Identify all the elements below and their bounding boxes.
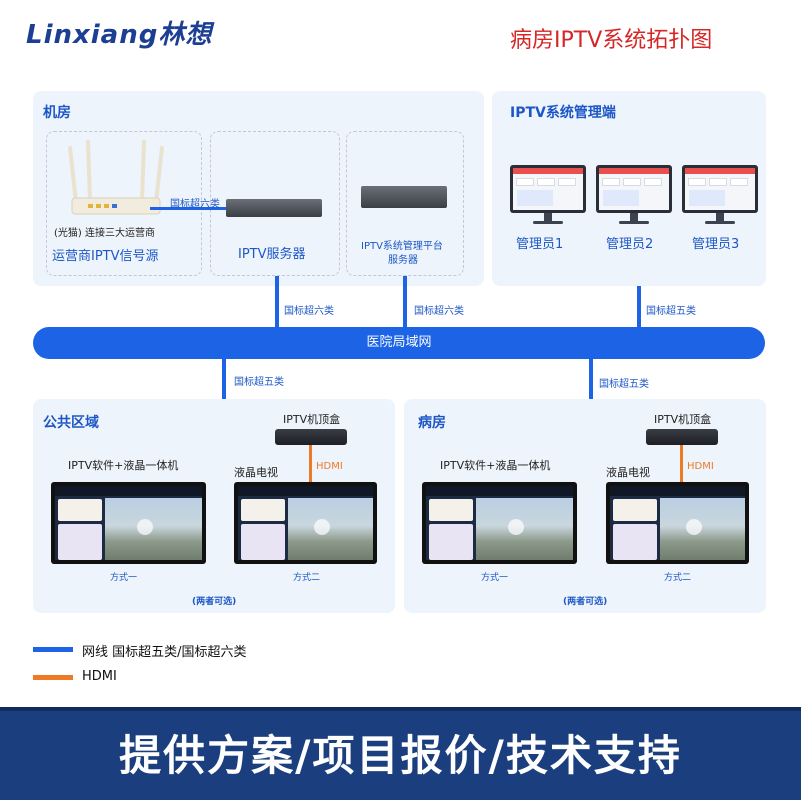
public-hdmi-link bbox=[309, 445, 312, 485]
bottom-banner: 提供方案/项目报价/技术支持 bbox=[0, 707, 801, 800]
mgmt-server-icon bbox=[361, 186, 447, 208]
link-up-left-label: 国标超六类 bbox=[284, 302, 334, 317]
ward-optional-label: (两者可选) bbox=[563, 594, 607, 607]
machine-room-title: 机房 bbox=[43, 102, 71, 122]
public-lcd-tv-screen bbox=[234, 482, 377, 564]
legend-network-label: 网线 国标超五类/国标超六类 bbox=[82, 641, 247, 660]
public-mode2-label: 方式二 bbox=[293, 570, 320, 583]
legend-hdmi-swatch bbox=[33, 675, 73, 680]
mgmt-server-caption-line1: IPTV系统管理平台 bbox=[361, 237, 443, 252]
public-mode1-label: 方式一 bbox=[110, 570, 137, 583]
ward-stb-label: IPTV机顶盒 bbox=[654, 411, 711, 427]
iptv-server-icon bbox=[226, 199, 322, 217]
link-up-right-label: 国标超五类 bbox=[646, 302, 696, 317]
legend-hdmi-label: HDMI bbox=[82, 669, 117, 684]
mgmt-server-caption-line2: 服务器 bbox=[388, 251, 418, 266]
hospital-lan-bar: 医院局域网 bbox=[33, 327, 765, 359]
page-title: 病房IPTV系统拓扑图 bbox=[510, 22, 712, 54]
public-all-in-one-label: IPTV软件+液晶一体机 bbox=[68, 457, 178, 473]
public-stb-label: IPTV机顶盒 bbox=[283, 411, 340, 427]
admin-monitor-3 bbox=[682, 165, 758, 224]
admin-label-1: 管理员1 bbox=[516, 233, 563, 252]
public-stb-icon bbox=[275, 429, 347, 445]
public-lcd-tv-label: 液晶电视 bbox=[234, 464, 278, 480]
ward-mode2-label: 方式二 bbox=[664, 570, 691, 583]
admin-label-2: 管理员2 bbox=[606, 233, 653, 252]
ward-hdmi-link bbox=[680, 445, 683, 485]
router-caption: 运营商IPTV信号源 bbox=[52, 245, 159, 264]
link-mgmt-terminal-lan bbox=[637, 286, 641, 327]
link-down-right-label: 国标超五类 bbox=[599, 375, 649, 390]
admin-label-3: 管理员3 bbox=[692, 233, 739, 252]
admin-monitor-2 bbox=[596, 165, 672, 224]
ward-hdmi-label: HDMI bbox=[687, 461, 714, 472]
public-all-in-one-screen bbox=[51, 482, 206, 564]
link-lan-public bbox=[222, 359, 226, 399]
ward-all-in-one-screen bbox=[422, 482, 577, 564]
mgmt-terminal-title: IPTV系统管理端 bbox=[510, 102, 616, 122]
link-mgmt-server-lan bbox=[403, 276, 407, 327]
link-lan-ward bbox=[589, 359, 593, 399]
ward-lcd-tv-label: 液晶电视 bbox=[606, 464, 650, 480]
legend-network-swatch bbox=[33, 647, 73, 652]
public-area-title: 公共区域 bbox=[43, 412, 99, 432]
ward-stb-icon bbox=[646, 429, 718, 445]
ward-mode1-label: 方式一 bbox=[481, 570, 508, 583]
banner-text: 提供方案/项目报价/技术支持 bbox=[0, 711, 801, 800]
public-optional-label: (两者可选) bbox=[192, 594, 236, 607]
ward-title: 病房 bbox=[418, 412, 446, 432]
link-up-mid-label: 国标超六类 bbox=[414, 302, 464, 317]
router-link-label: 国标超六类 bbox=[170, 195, 220, 210]
ward-all-in-one-label: IPTV软件+液晶一体机 bbox=[440, 457, 550, 473]
iptv-server-caption: IPTV服务器 bbox=[238, 243, 306, 262]
ward-lcd-tv-screen bbox=[606, 482, 749, 564]
router-note: (光猫) 连接三大运营商 bbox=[54, 224, 155, 239]
link-down-left-label: 国标超五类 bbox=[234, 373, 284, 388]
admin-monitor-1 bbox=[510, 165, 586, 224]
brand-logo: Linxiang林想 bbox=[26, 14, 212, 51]
link-iptv-server-lan bbox=[275, 276, 279, 327]
public-hdmi-label: HDMI bbox=[316, 461, 343, 472]
